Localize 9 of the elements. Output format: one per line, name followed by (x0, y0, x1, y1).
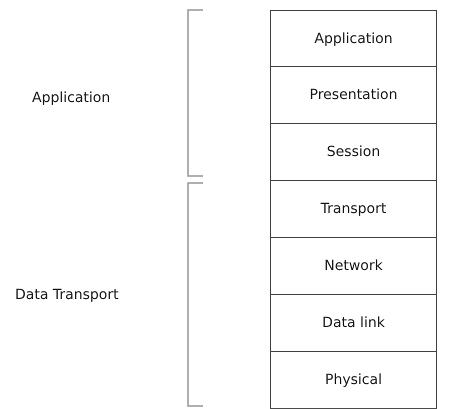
layer-box: Application (270, 10, 437, 67)
layer-box: Physical (270, 351, 437, 409)
group-label: Application (32, 90, 110, 106)
group-label: Data Transport (15, 287, 119, 303)
layer-box: Network (270, 237, 437, 295)
layer-box: Session (270, 123, 437, 181)
layer-box: Transport (270, 180, 437, 238)
layer-box: Presentation (270, 66, 437, 124)
layer-box: Data link (270, 294, 437, 352)
